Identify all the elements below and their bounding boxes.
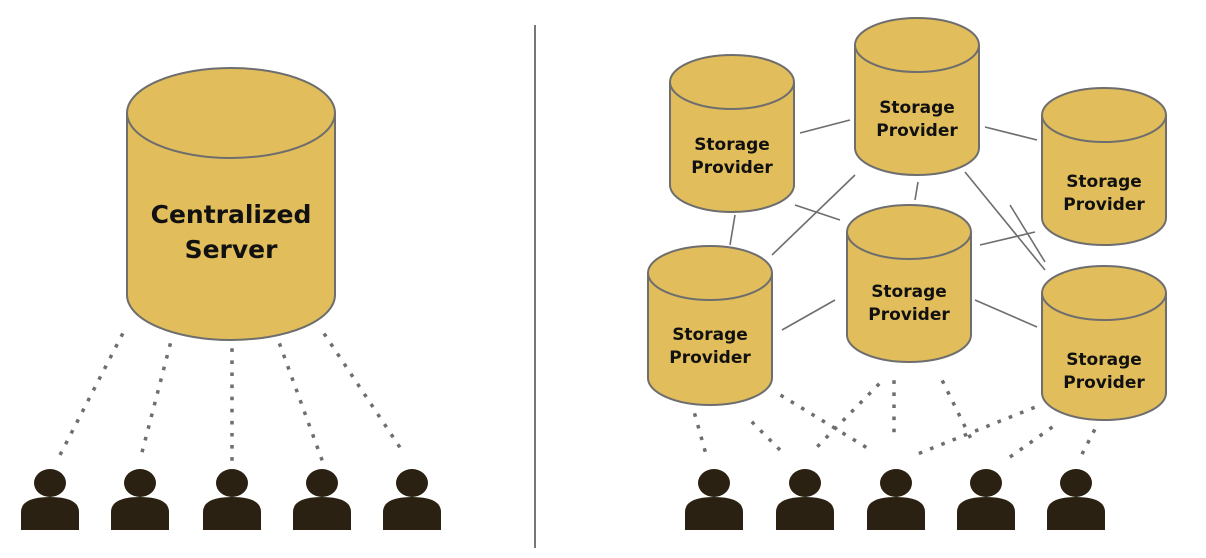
centralized-connections [57, 332, 408, 463]
user-icon [111, 469, 169, 530]
server-label-line1: Centralized [151, 200, 312, 229]
user-icon [21, 469, 79, 530]
user-icon [1047, 469, 1105, 530]
provider-label-line2: Provider [691, 158, 773, 178]
centralized-server: Centralized Server [126, 67, 336, 341]
provider-label-line1: Storage [1066, 172, 1142, 192]
provider-label-line1: Storage [879, 98, 955, 118]
decentralized-connections [692, 379, 1097, 465]
user-icon [776, 469, 834, 530]
user-icon [383, 469, 441, 530]
user-icon [867, 469, 925, 530]
provider-links [729, 119, 1046, 331]
server-label-line2: Server [185, 235, 279, 264]
provider-label-line2: Provider [1063, 373, 1145, 393]
provider-label-line2: Provider [1063, 195, 1145, 215]
user-icon [685, 469, 743, 530]
user-icon [293, 469, 351, 530]
provider-label-line1: Storage [694, 135, 770, 155]
provider-label-line1: Storage [672, 325, 748, 345]
user-icon [957, 469, 1015, 530]
provider-label-line2: Provider [868, 305, 950, 325]
user-icon [203, 469, 261, 530]
provider-label-line2: Provider [876, 121, 958, 141]
provider-label-line1: Storage [871, 282, 947, 302]
provider-label-line1: Storage [1066, 350, 1142, 370]
provider-label-line2: Provider [669, 348, 751, 368]
